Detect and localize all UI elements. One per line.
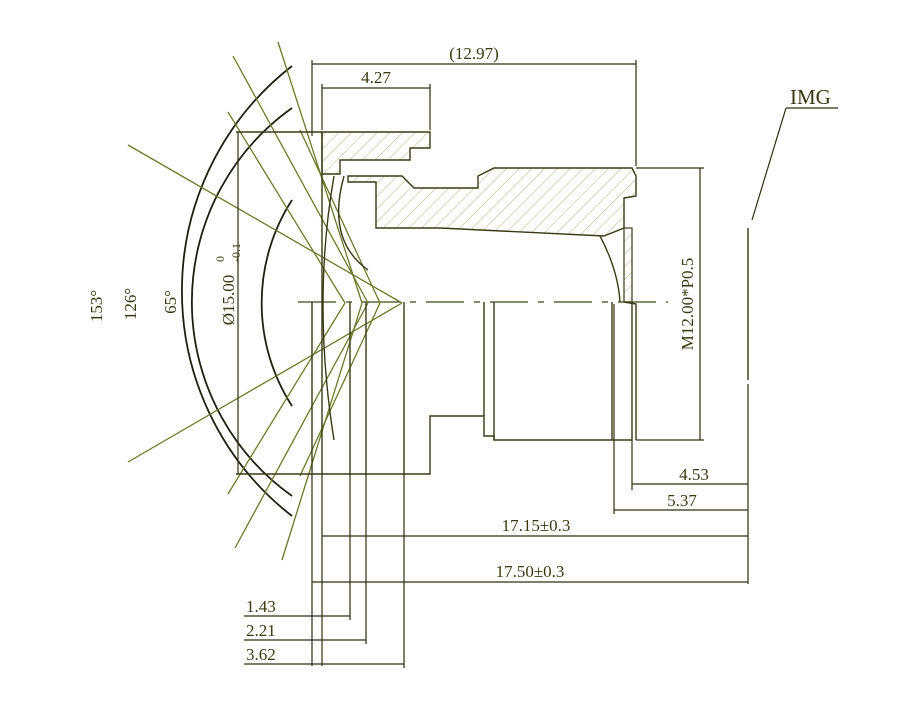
label-453: 4.53 bbox=[679, 465, 709, 484]
label-1750: 17.50±0.3 bbox=[496, 562, 565, 581]
label-diameter-tol-upper: 0 bbox=[213, 256, 227, 262]
label-overall-length: (12.97) bbox=[449, 44, 499, 63]
label-221: 2.21 bbox=[246, 621, 276, 640]
label-362: 3.62 bbox=[246, 645, 276, 664]
label-thread: M12.00*P0.5 bbox=[678, 258, 697, 351]
barrel-section bbox=[347, 167, 637, 237]
label-angle-65: 65° bbox=[161, 290, 180, 314]
label-angle-126: 126° bbox=[121, 288, 140, 320]
thread-section bbox=[623, 227, 633, 303]
label-diameter-tol-lower: -0.1 bbox=[229, 243, 243, 262]
label-img: IMG bbox=[790, 85, 831, 109]
label-diameter-group: Ø15.00 0 -0.1 bbox=[213, 243, 243, 325]
label-1715: 17.15±0.3 bbox=[502, 516, 571, 535]
fov-rays bbox=[127, 41, 403, 561]
fov-arc-65 bbox=[260, 199, 293, 407]
label-537: 5.37 bbox=[667, 491, 697, 510]
label-diameter: Ø15.00 bbox=[219, 275, 238, 326]
label-143: 1.43 bbox=[246, 597, 276, 616]
fov-arc-126 bbox=[190, 107, 293, 497]
lens-body bbox=[236, 131, 749, 475]
front-flange-section bbox=[321, 131, 431, 175]
label-flange-width: 4.27 bbox=[361, 68, 391, 87]
dimension-lines bbox=[237, 60, 838, 668]
label-angle-153: 153° bbox=[87, 290, 106, 322]
